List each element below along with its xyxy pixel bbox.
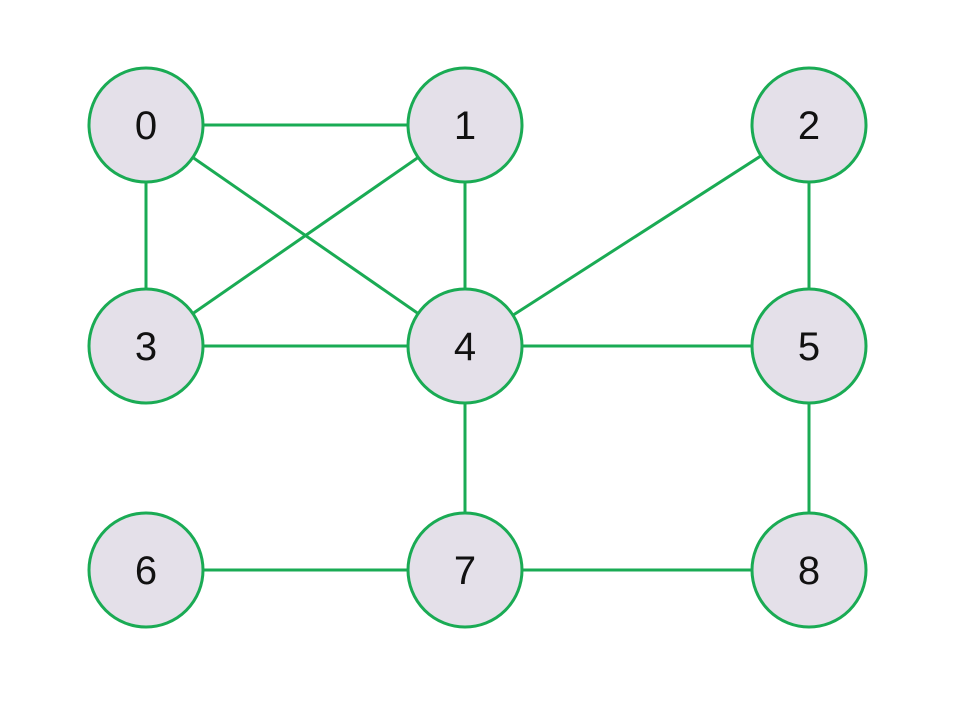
node-circle [406, 287, 524, 405]
node-circle [406, 511, 524, 629]
node-label: 1 [454, 104, 476, 148]
node-8: 8 [750, 511, 868, 629]
node-circle [750, 66, 868, 184]
node-circle [750, 511, 868, 629]
node-7: 7 [406, 511, 524, 629]
node-circle [87, 511, 205, 629]
node-label: 8 [798, 549, 820, 593]
node-label: 5 [798, 325, 820, 369]
edge-2-4 [464, 123, 810, 348]
node-circle [87, 287, 205, 405]
node-3: 3 [87, 287, 205, 405]
node-label: 7 [454, 549, 476, 593]
node-label: 4 [454, 325, 476, 369]
node-circle [750, 287, 868, 405]
nodes-layer: 0 1 2 3 4 5 6 7 8 [87, 66, 868, 629]
node-6: 6 [87, 511, 205, 629]
node-1: 1 [406, 66, 524, 184]
node-2: 2 [750, 66, 868, 184]
node-5: 5 [750, 287, 868, 405]
node-label: 6 [135, 549, 157, 593]
node-circle [406, 66, 524, 184]
node-0: 0 [87, 66, 205, 184]
node-label: 0 [135, 104, 157, 148]
edge-1-3 [145, 123, 466, 348]
node-4: 4 [406, 287, 524, 405]
node-label: 3 [135, 325, 157, 369]
node-label: 2 [798, 104, 820, 148]
node-circle [87, 66, 205, 184]
